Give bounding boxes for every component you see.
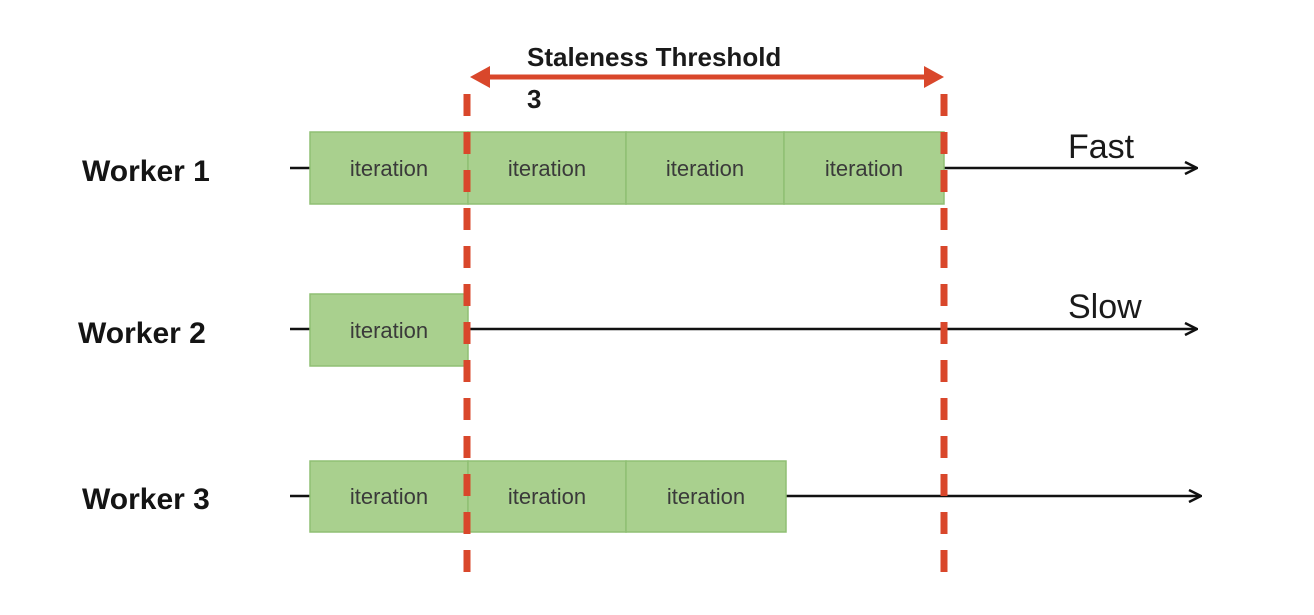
arrow-left-icon (470, 66, 490, 88)
iteration-block: iteration (625, 131, 785, 205)
iteration-label: iteration (350, 318, 428, 343)
iteration-label: iteration (508, 156, 586, 181)
iteration-block: iteration (309, 131, 469, 205)
worker-row-3: Worker 3 iteration iteration iteration (82, 460, 1201, 533)
iteration-block: iteration (467, 460, 627, 533)
iteration-label: iteration (666, 156, 744, 181)
speed-label: Fast (1068, 128, 1135, 166)
iteration-block: iteration (309, 293, 469, 367)
threshold-value: 3 (527, 84, 541, 114)
iteration-label: iteration (350, 484, 428, 509)
iteration-block: iteration (467, 131, 627, 205)
iteration-label: iteration (667, 484, 745, 509)
iteration-block: iteration (783, 131, 945, 205)
threshold-range-arrow (470, 66, 944, 88)
iteration-block: iteration (309, 460, 469, 533)
worker-label: Worker 3 (82, 483, 210, 516)
arrow-right-icon (924, 66, 944, 88)
speed-label: Slow (1068, 288, 1142, 326)
worker-row-1: Worker 1 Fast iteration iteration iterat… (82, 128, 1197, 205)
iteration-label: iteration (508, 484, 586, 509)
worker-label: Worker 1 (82, 155, 210, 188)
worker-row-2: Worker 2 Slow iteration (78, 288, 1197, 367)
worker-label: Worker 2 (78, 317, 206, 350)
threshold-title: Staleness Threshold (527, 42, 781, 72)
iteration-block: iteration (625, 460, 787, 533)
iteration-label: iteration (350, 156, 428, 181)
iteration-label: iteration (825, 156, 903, 181)
